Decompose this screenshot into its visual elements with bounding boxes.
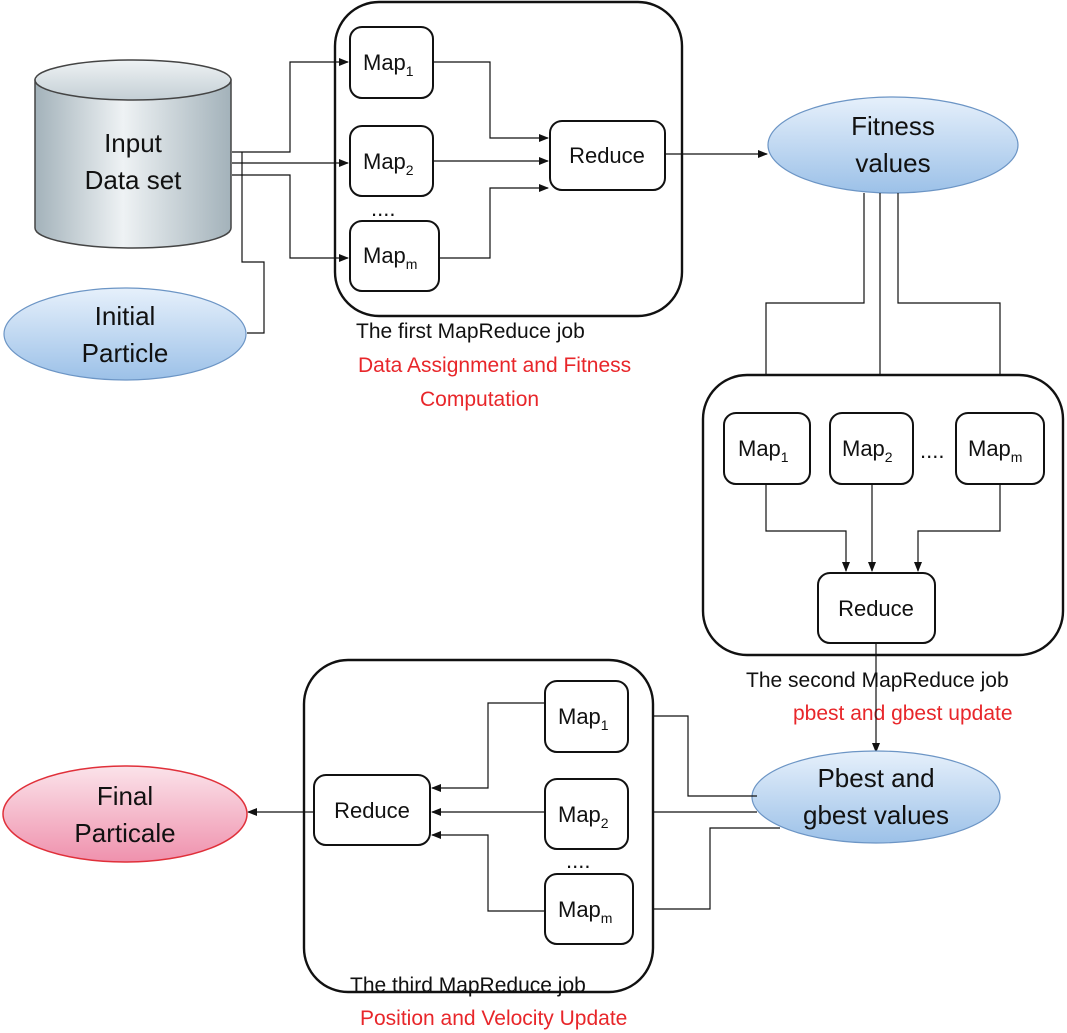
svg-text:Map2: Map2 bbox=[558, 802, 609, 831]
job2-reduce-label: Reduce bbox=[838, 596, 914, 621]
svg-text:Mapm: Mapm bbox=[558, 897, 612, 926]
final-particle-node: Final Particale bbox=[2, 765, 248, 863]
job3-map-to-reduce-connectors bbox=[431, 702, 545, 912]
job3-map-ellipsis: .... bbox=[566, 848, 590, 873]
job1-map-1-subscript: 1 bbox=[406, 63, 414, 79]
svg-text:Mapm: Mapm bbox=[968, 436, 1022, 465]
job2-map-1: Map1 bbox=[723, 412, 811, 485]
job1-map-m: Mapm bbox=[349, 220, 440, 292]
job3-map-m-subscript: m bbox=[601, 910, 613, 926]
job3-map-1-label: Map bbox=[558, 704, 601, 729]
final-particle-label-line1: Final bbox=[97, 781, 153, 811]
job1-map-1: Map1 bbox=[349, 26, 434, 99]
input-dataset-cylinder: Input Data set bbox=[34, 59, 232, 249]
svg-text:Map2: Map2 bbox=[842, 436, 893, 465]
job1-map-ellipsis: .... bbox=[371, 196, 395, 221]
job2-title: The second MapReduce job bbox=[746, 669, 1009, 692]
job1-subtitle-line1: Data Assignment and Fitness bbox=[358, 354, 631, 377]
job1-reduce-label: Reduce bbox=[569, 143, 645, 168]
svg-text:Mapm: Mapm bbox=[363, 243, 417, 272]
job3-map-1-subscript: 1 bbox=[601, 717, 609, 733]
job3-title: The third MapReduce job bbox=[350, 974, 586, 997]
job3-container: Map1 Map2 .... Mapm Reduce bbox=[302, 658, 655, 994]
job1-subtitle-line2: Computation bbox=[420, 388, 539, 411]
pbest-gbest-node: Pbest and gbest values bbox=[751, 750, 1001, 844]
initial-particle-node: Initial Particle bbox=[3, 287, 247, 381]
job3-subtitle: Position and Velocity Update bbox=[360, 1007, 627, 1030]
job1-title: The first MapReduce job bbox=[356, 320, 585, 343]
job3-map-2-label: Map bbox=[558, 802, 601, 827]
job2-map-m-label: Map bbox=[968, 436, 1011, 461]
initial-particle-label-line2: Particle bbox=[82, 338, 169, 368]
job2-map-2-label: Map bbox=[842, 436, 885, 461]
job2-map-to-reduce-connectors bbox=[765, 484, 1001, 572]
job1-map-2: Map2 bbox=[349, 125, 434, 197]
job3-reduce-label: Reduce bbox=[334, 798, 410, 823]
pbest-gbest-label-line1: Pbest and bbox=[817, 763, 934, 793]
pbest-gbest-label-line2: gbest values bbox=[803, 800, 949, 830]
job1-map-1-label: Map bbox=[363, 50, 406, 75]
svg-text:Map1: Map1 bbox=[363, 50, 414, 79]
job2-reduce: Reduce bbox=[817, 572, 936, 644]
input-to-job1-connectors bbox=[232, 58, 349, 334]
job3-map-2: Map2 bbox=[544, 778, 629, 850]
job3-map-m: Mapm bbox=[544, 873, 634, 945]
fitness-values-label-line2: values bbox=[855, 148, 930, 178]
job2-subtitle: pbest and gbest update bbox=[793, 702, 1013, 725]
svg-text:Map2: Map2 bbox=[363, 149, 414, 178]
job2-container: Map1 Map2 .... Mapm Reduce bbox=[701, 373, 1065, 657]
job1-map-2-label: Map bbox=[363, 149, 406, 174]
job3-map-m-label: Map bbox=[558, 897, 601, 922]
svg-text:Map1: Map1 bbox=[558, 704, 609, 733]
job1-container: Map1 Map2 .... Mapm Reduce bbox=[333, 0, 684, 318]
job3-map-2-subscript: 2 bbox=[601, 815, 609, 831]
input-dataset-label-line1: Input bbox=[104, 128, 163, 158]
fitness-values-label-line1: Fitness bbox=[851, 111, 935, 141]
job1-reduce: Reduce bbox=[549, 120, 666, 191]
job2-map-2: Map2 bbox=[829, 412, 914, 485]
job3-reduce: Reduce bbox=[313, 774, 431, 846]
fitness-to-job2-connectors bbox=[762, 193, 1004, 412]
job1-map-2-subscript: 2 bbox=[406, 162, 414, 178]
job2-map-1-subscript: 1 bbox=[781, 449, 789, 465]
job2-map-ellipsis: .... bbox=[920, 438, 944, 463]
job2-map-m: Mapm bbox=[955, 412, 1045, 485]
job3-map-1: Map1 bbox=[544, 680, 629, 753]
job1-map-m-label: Map bbox=[363, 243, 406, 268]
initial-particle-label-line1: Initial bbox=[95, 301, 156, 331]
job2-map-2-subscript: 2 bbox=[885, 449, 893, 465]
job2-map-1-label: Map bbox=[738, 436, 781, 461]
final-particle-label-line2: Particale bbox=[74, 818, 175, 848]
job2-map-m-subscript: m bbox=[1011, 449, 1023, 465]
job1-map-to-reduce-connectors bbox=[433, 61, 549, 259]
input-dataset-label-line2: Data set bbox=[85, 165, 183, 195]
job1-map-m-subscript: m bbox=[406, 256, 418, 272]
fitness-values-node: Fitness values bbox=[767, 96, 1019, 194]
svg-text:Map1: Map1 bbox=[738, 436, 789, 465]
